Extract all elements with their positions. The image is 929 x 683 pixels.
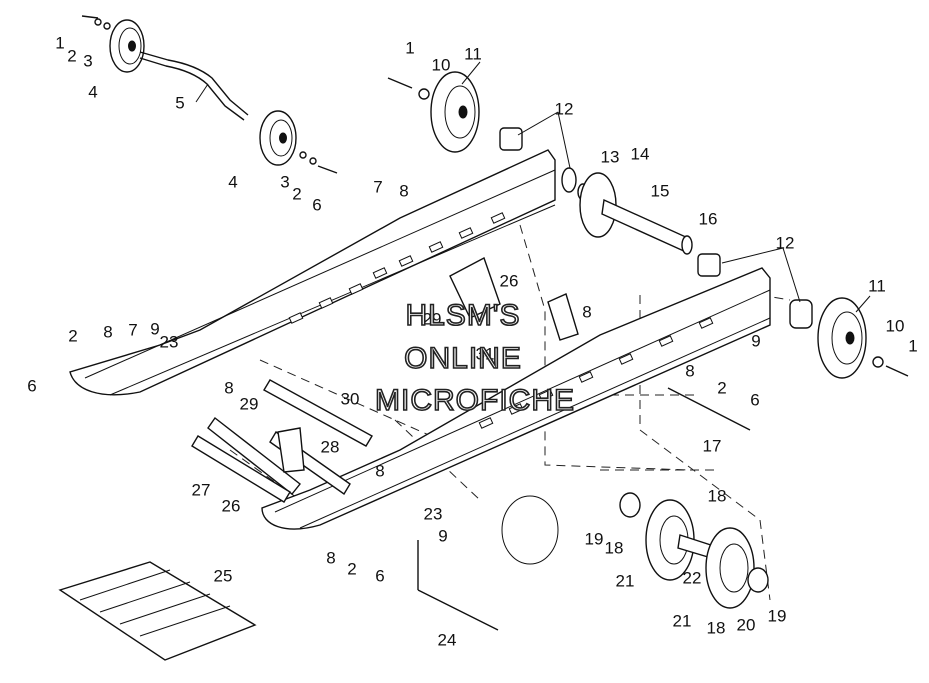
bent-axle (139, 51, 249, 121)
callout-c30: 30 (341, 389, 360, 408)
callout-c2c: 2 (717, 378, 726, 397)
callout-c13: 13 (601, 147, 620, 166)
callout-c7a: 7 (373, 177, 382, 196)
callout-c22: 22 (683, 568, 702, 587)
callout-c4a: 4 (88, 82, 97, 101)
callout-c20: 20 (737, 615, 756, 634)
callout-c21a: 21 (616, 571, 635, 590)
callout-c9a: 9 (751, 331, 760, 350)
callout-c8e: 8 (224, 378, 233, 397)
callout-c16: 16 (699, 209, 718, 228)
callout-c12b: 12 (776, 233, 795, 252)
callout-c23b: 23 (424, 504, 443, 523)
front-idler-wheel-right (259, 110, 297, 166)
callout-c9c: 9 (438, 526, 447, 545)
callout-c3b: 3 (280, 172, 289, 191)
callout-c9b: 9 (150, 319, 159, 338)
callout-c1b: 1 (405, 38, 414, 57)
callout-c6d: 6 (375, 566, 384, 585)
callout-c8g: 8 (326, 548, 335, 567)
front-idler-axle-assembly (81, 15, 338, 174)
callout-c8d: 8 (103, 322, 112, 341)
left-slide-rail (69, 149, 556, 396)
callout-c18b: 18 (605, 538, 624, 557)
callout-c2b: 2 (292, 184, 301, 203)
callout-c28: 28 (321, 437, 340, 456)
callout-c1a: 1 (55, 33, 64, 52)
callout-c11b: 11 (868, 276, 886, 295)
callout-c3a: 3 (83, 51, 92, 70)
callout-c8a: 8 (399, 181, 408, 200)
track-clip-panel (58, 561, 257, 661)
callout-c2e: 2 (347, 559, 356, 578)
axle-hardware-right (299, 151, 338, 174)
callout-c6b: 6 (750, 390, 759, 409)
callout-c10b: 10 (886, 316, 905, 335)
leader-lines (195, 61, 871, 313)
callout-c7b: 7 (128, 320, 137, 339)
callout-c6c: 6 (27, 376, 36, 395)
callout-c29b: 29 (240, 394, 259, 413)
callout-c26a: 26 (500, 271, 519, 290)
callout-c26b: 26 (222, 496, 241, 515)
callout-c24: 24 (438, 630, 457, 649)
callout-c8b: 8 (582, 302, 591, 321)
watermark-line-3: MICROFICHE (375, 384, 575, 417)
callout-c25: 25 (214, 566, 233, 585)
callout-c2d: 2 (68, 326, 77, 345)
callout-c19b: 19 (768, 606, 787, 625)
watermark-line-1: HLSM'S (405, 299, 520, 332)
callout-c8c: 8 (685, 361, 694, 380)
callout-c2a: 2 (67, 46, 76, 65)
callout-c6a: 6 (312, 195, 321, 214)
callout-c4b: 4 (228, 172, 237, 191)
axle-hardware-left (81, 15, 111, 30)
callout-c31: 31 (476, 344, 495, 363)
right-slide-rail (261, 267, 771, 530)
callout-c11a: 11 (464, 44, 482, 63)
callout-c8f: 8 (375, 461, 384, 480)
callout-c14: 14 (631, 144, 650, 163)
long-bolts (417, 387, 751, 631)
callout-c17: 17 (703, 436, 722, 455)
callout-c23a: 23 (160, 332, 179, 351)
callout-c12a: 12 (555, 99, 574, 118)
top-idler-wheel (387, 71, 480, 153)
front-idler-wheel-left (109, 19, 145, 73)
callout-c27: 27 (192, 480, 211, 499)
rear-wheel-assembly (501, 492, 769, 609)
callout-c1c: 1 (908, 336, 917, 355)
callout-c10a: 10 (432, 55, 451, 74)
cross-shafts (191, 256, 579, 503)
callout-c21b: 21 (673, 611, 692, 630)
right-idler-wheel (789, 297, 909, 379)
watermark: HLSM'S ONLINE MICROFICHE (374, 298, 575, 418)
callout-c29a: 29 (423, 309, 442, 328)
callout-c18c: 18 (707, 618, 726, 637)
callout-c15: 15 (651, 181, 670, 200)
callout-c5: 5 (175, 93, 184, 112)
watermark-line-2: ONLINE (404, 342, 522, 375)
rear-axle-shaft-assembly (499, 127, 721, 277)
callout-c18a: 18 (708, 486, 727, 505)
callout-c19a: 19 (585, 529, 604, 548)
